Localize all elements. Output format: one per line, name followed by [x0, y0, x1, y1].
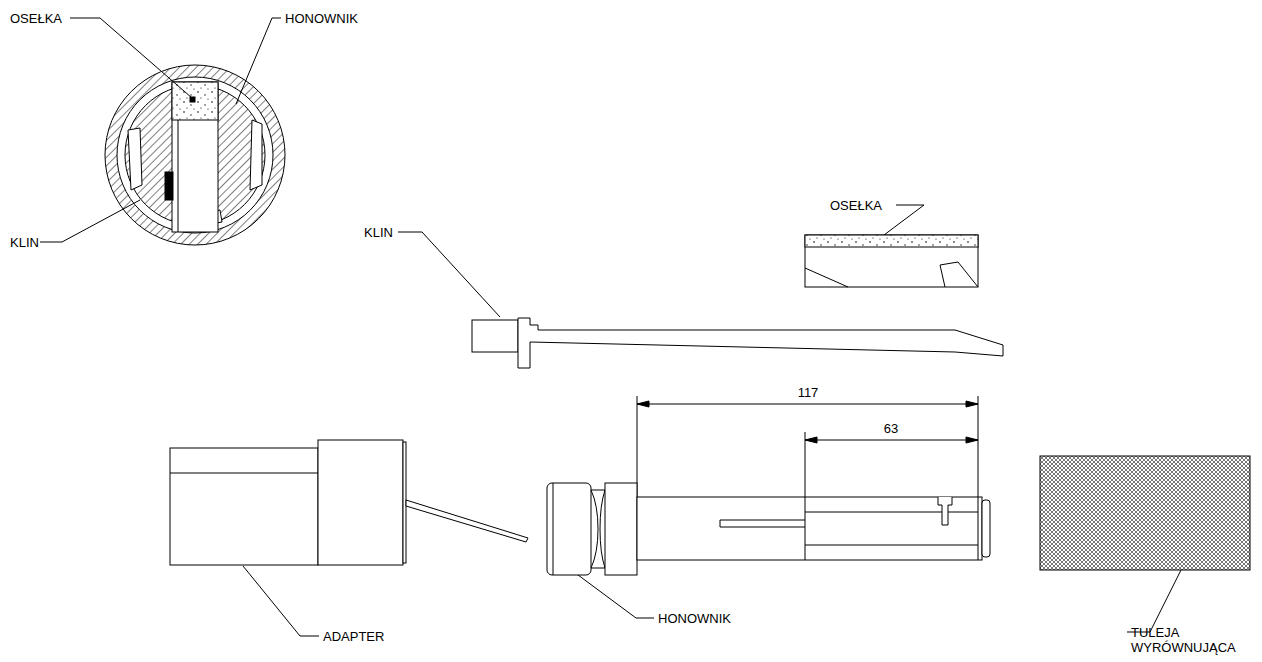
- adapter-part: [170, 440, 528, 565]
- part-label: HONOWNIK: [285, 11, 358, 26]
- part-label: KLIN: [364, 225, 393, 240]
- part-label: ADAPTER: [323, 629, 384, 644]
- part-label: KLIN: [10, 235, 39, 250]
- part-label: OSEŁKA: [830, 198, 882, 213]
- stone-part: [805, 235, 978, 287]
- sleeve-part: [1040, 456, 1250, 570]
- dimension-number: 63: [884, 421, 898, 436]
- part-label: HONOWNIK: [658, 611, 731, 626]
- part-label: TULEJA WYRÓWNUJĄCA: [1131, 625, 1235, 655]
- cross-section: [105, 65, 285, 245]
- part-label: OSEŁKA: [10, 11, 62, 26]
- leader-lines: [40, 18, 1182, 636]
- wedge-part: [472, 318, 1003, 368]
- hone-part: [547, 483, 990, 575]
- dimension-number: 117: [798, 385, 819, 400]
- dimension-lines: [637, 396, 978, 497]
